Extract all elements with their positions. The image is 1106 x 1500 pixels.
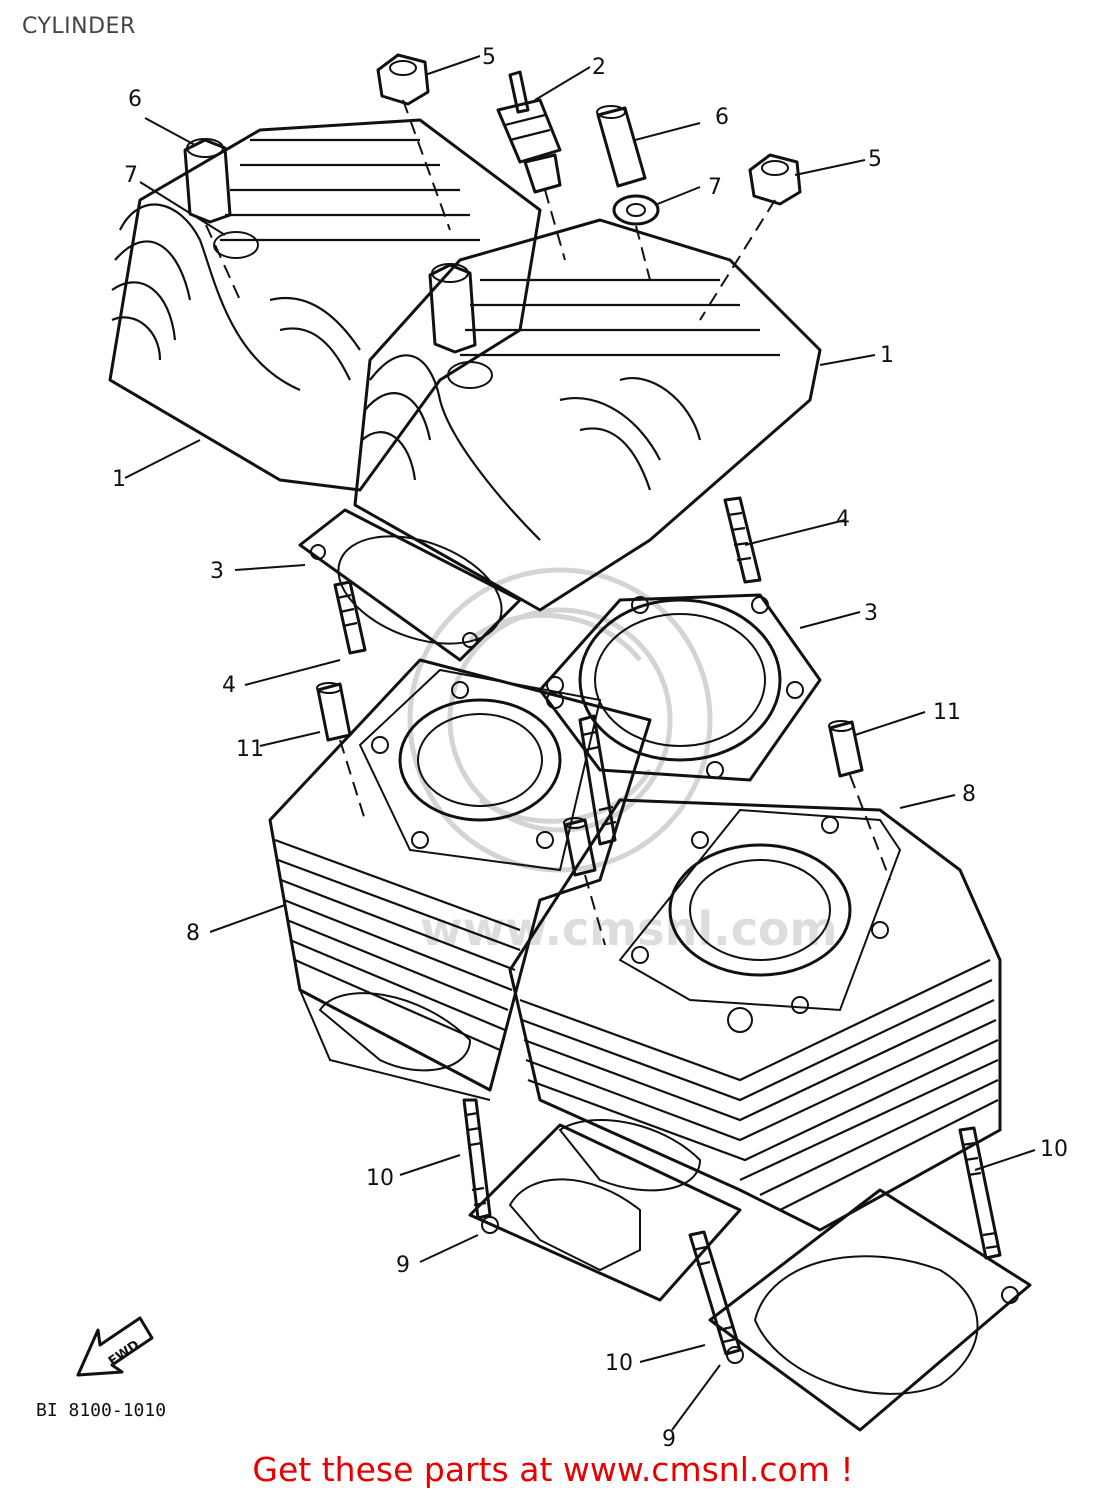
callout-3-left: 3 <box>210 559 224 584</box>
callout-5-left: 5 <box>482 45 496 70</box>
callout-4-left: 4 <box>222 673 236 698</box>
cap-nut-left <box>376 53 430 106</box>
stud-dowel-left <box>333 580 367 655</box>
callout-1-right: 1 <box>880 343 894 368</box>
callout-10-bottom: 10 <box>605 1351 633 1376</box>
union-bolt-right <box>828 720 864 778</box>
forward-arrow-icon: FWD <box>76 1316 154 1377</box>
stud-bolt-right <box>958 1126 1002 1260</box>
union-bolt-left <box>316 682 352 742</box>
callout-leader-lines <box>124 55 1036 1431</box>
collar-sleeve <box>596 105 647 188</box>
assembly-dashed-lines <box>205 99 891 946</box>
callout-8-left: 8 <box>186 921 200 946</box>
base-gasket-left <box>468 1123 742 1302</box>
callout-11-left: 11 <box>236 737 264 762</box>
cylinder-block-right <box>508 798 1002 1232</box>
footer-link[interactable]: Get these parts at www.cmsnl.com ! <box>252 1450 854 1489</box>
cylinder-block-left <box>268 658 652 1101</box>
cylinder-bore-left <box>358 668 602 872</box>
fwd-label: FWD <box>106 1338 143 1370</box>
union-bolt-center <box>563 817 597 877</box>
watermark-text: www.cmsnl.com <box>420 902 837 956</box>
callout-7-left: 7 <box>124 163 138 188</box>
callout-5-right: 5 <box>868 147 882 172</box>
spark-plug <box>496 70 562 194</box>
callout-4-right: 4 <box>836 507 850 532</box>
callout-9-bottom: 9 <box>662 1427 676 1452</box>
callout-2: 2 <box>592 55 606 80</box>
watermark-logo: www.cmsnl.com <box>407 567 837 956</box>
stud-dowel-center <box>578 714 617 846</box>
callout-8-right: 8 <box>962 782 976 807</box>
drawing-code: BI 8100-1010 <box>36 1400 167 1421</box>
callout-11-right: 11 <box>933 700 961 725</box>
callout-6-right: 6 <box>715 105 729 130</box>
page-title: CYLINDER <box>22 14 136 39</box>
callout-10-right: 10 <box>1040 1137 1068 1162</box>
plain-washer <box>612 194 660 226</box>
head-gasket-right <box>538 593 822 782</box>
base-gasket-right <box>708 1188 1032 1432</box>
stud-bolt-center <box>688 1230 742 1356</box>
callout-9-left: 9 <box>396 1253 410 1278</box>
cylinder-head-right <box>353 218 822 612</box>
stud-bolt-left <box>462 1098 492 1220</box>
callout-3-right: 3 <box>864 601 878 626</box>
callout-1-left: 1 <box>112 467 126 492</box>
stud-dowel-right <box>723 496 762 584</box>
callout-7-right: 7 <box>708 175 722 200</box>
callout-10-left: 10 <box>366 1166 394 1191</box>
callout-numbers: 6 7 5 2 6 5 7 1 1 4 3 3 4 11 11 8 8 10 1… <box>112 45 1068 1452</box>
cap-nut-right <box>748 153 802 206</box>
callout-6-left: 6 <box>128 87 142 112</box>
